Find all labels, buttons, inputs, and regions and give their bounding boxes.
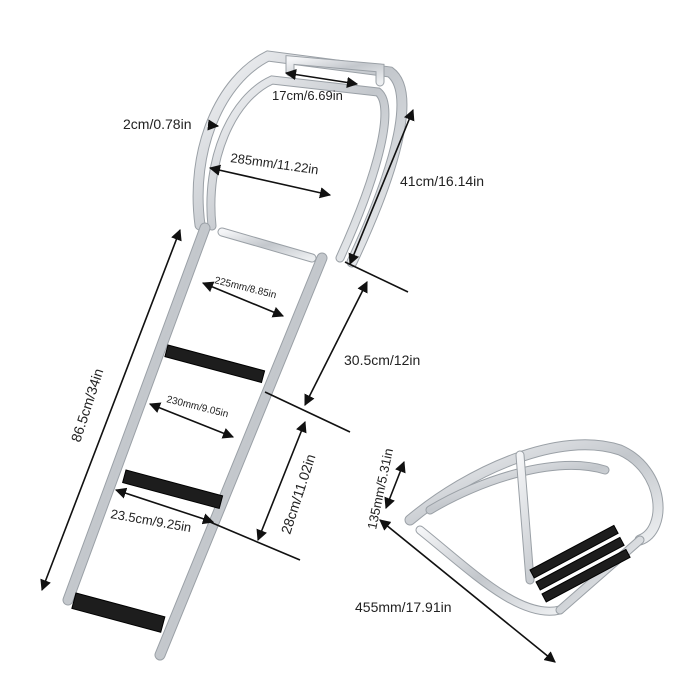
arrow-lower-spacing bbox=[256, 420, 307, 542]
arrow-upper-spacing bbox=[304, 280, 368, 407]
label-middle-step: 230mm/9.05in bbox=[165, 394, 229, 420]
label-top-handle: 17cm/6.69in bbox=[272, 88, 343, 103]
arrow-upper-step bbox=[201, 281, 285, 318]
arrow-folded-height bbox=[384, 460, 406, 510]
label-total-length: 86.5cm/34in bbox=[68, 366, 107, 443]
label-tube-diameter: 2cm/0.78in bbox=[123, 116, 191, 132]
label-upper-step: 225mm/8.85in bbox=[213, 275, 277, 301]
label-folded-height: 135mm/5.31in bbox=[364, 447, 396, 531]
arrow-tube-diameter bbox=[207, 119, 220, 131]
arrow-folded-length bbox=[379, 519, 556, 663]
label-top-inner: 285mm/11.22in bbox=[230, 150, 320, 177]
arrow-top-handle bbox=[284, 69, 359, 88]
arrow-upper-tick bbox=[264, 391, 351, 433]
label-lower-spacing: 28cm/11.02in bbox=[278, 452, 319, 536]
ladder-rails bbox=[62, 222, 328, 661]
folded-ladder bbox=[404, 439, 664, 616]
label-top-height: 41cm/16.14in bbox=[400, 173, 484, 189]
label-upper-spacing: 30.5cm/12in bbox=[344, 352, 420, 368]
middle-step-tread bbox=[122, 469, 224, 510]
upper-step-tread bbox=[164, 344, 266, 384]
bottom-step-tread bbox=[71, 592, 166, 633]
arrow-total-length bbox=[40, 228, 182, 592]
dimension-arrows bbox=[40, 69, 556, 663]
label-folded-length: 455mm/17.91in bbox=[355, 599, 452, 615]
arrow-lower-tick bbox=[209, 521, 301, 561]
arrow-top-tick bbox=[344, 261, 409, 293]
arrow-top-height bbox=[348, 108, 415, 266]
arrow-top-inner bbox=[208, 164, 332, 199]
main-ladder bbox=[62, 50, 408, 661]
